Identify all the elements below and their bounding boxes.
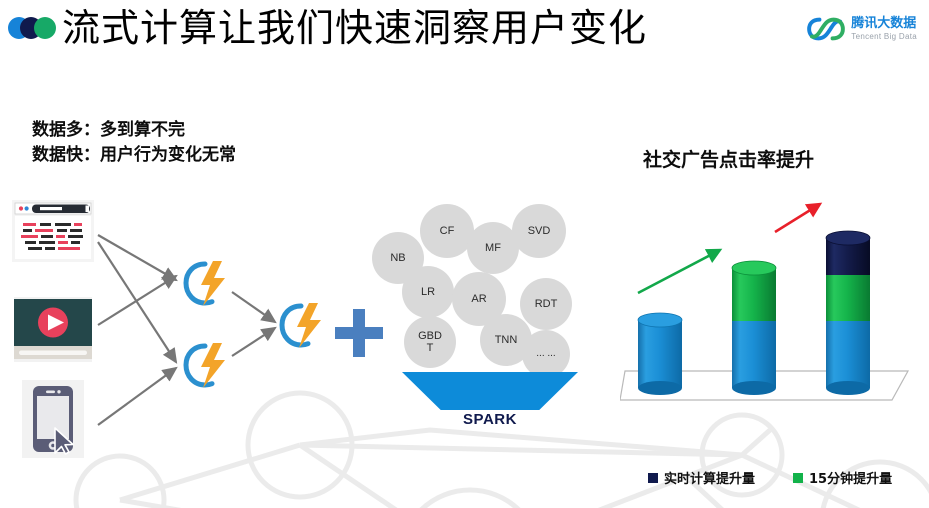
header-dots-logo	[8, 13, 66, 43]
smartphone-cursor-icon	[22, 380, 84, 458]
chart-legend: 实时计算提升量 15分钟提升量	[648, 468, 892, 487]
storm-node-2	[183, 343, 225, 388]
storm-node-1	[183, 261, 225, 306]
algorithm-bubble: MF	[467, 222, 519, 274]
browser-window-icon	[12, 200, 94, 262]
left-headline-line-1: 数据多：多到算不完	[32, 120, 185, 140]
storm-node-merge	[279, 303, 321, 348]
algorithm-bubble: LR	[402, 266, 454, 318]
algorithm-bubble: RDT	[520, 278, 572, 330]
dataflow-arrows	[97, 234, 277, 426]
algorithm-bubble: SVD	[512, 204, 566, 258]
page-title: 流式计算让我们快速洞察用户变化	[62, 6, 648, 50]
legend-item: 15分钟提升量	[793, 468, 892, 487]
plus-icon	[335, 309, 383, 357]
algorithm-bubble: CF	[420, 204, 474, 258]
legend-label: 15分钟提升量	[809, 472, 893, 487]
chart-headline: 社交广告点击率提升	[643, 149, 815, 171]
legend-label: 实时计算提升量	[664, 472, 756, 487]
brand-name-en: Tencent Big Data	[851, 32, 917, 41]
ctr-bar-chart	[620, 202, 910, 401]
left-headline-line-2: 数据快：用户行为变化无常	[32, 145, 236, 165]
video-player-icon	[14, 297, 92, 362]
left-headline-block: 数据多：多到算不完 数据快：用户行为变化无常	[32, 118, 236, 168]
legend-swatch	[793, 472, 804, 483]
spark-label: SPARK	[463, 411, 517, 428]
header-dot-green	[34, 17, 56, 39]
algorithm-bubble: ... ...	[522, 330, 570, 378]
legend-item: 实时计算提升量	[648, 468, 755, 487]
slide-header: 流式计算让我们快速洞察用户变化 腾讯大数据 Tencent Big Data	[0, 0, 929, 62]
brand-logo: 腾讯大数据 Tencent Big Data	[807, 12, 917, 46]
legend-swatch	[648, 472, 658, 483]
infinity-logo-icon	[807, 17, 846, 41]
brand-name-cn: 腾讯大数据	[851, 16, 917, 31]
